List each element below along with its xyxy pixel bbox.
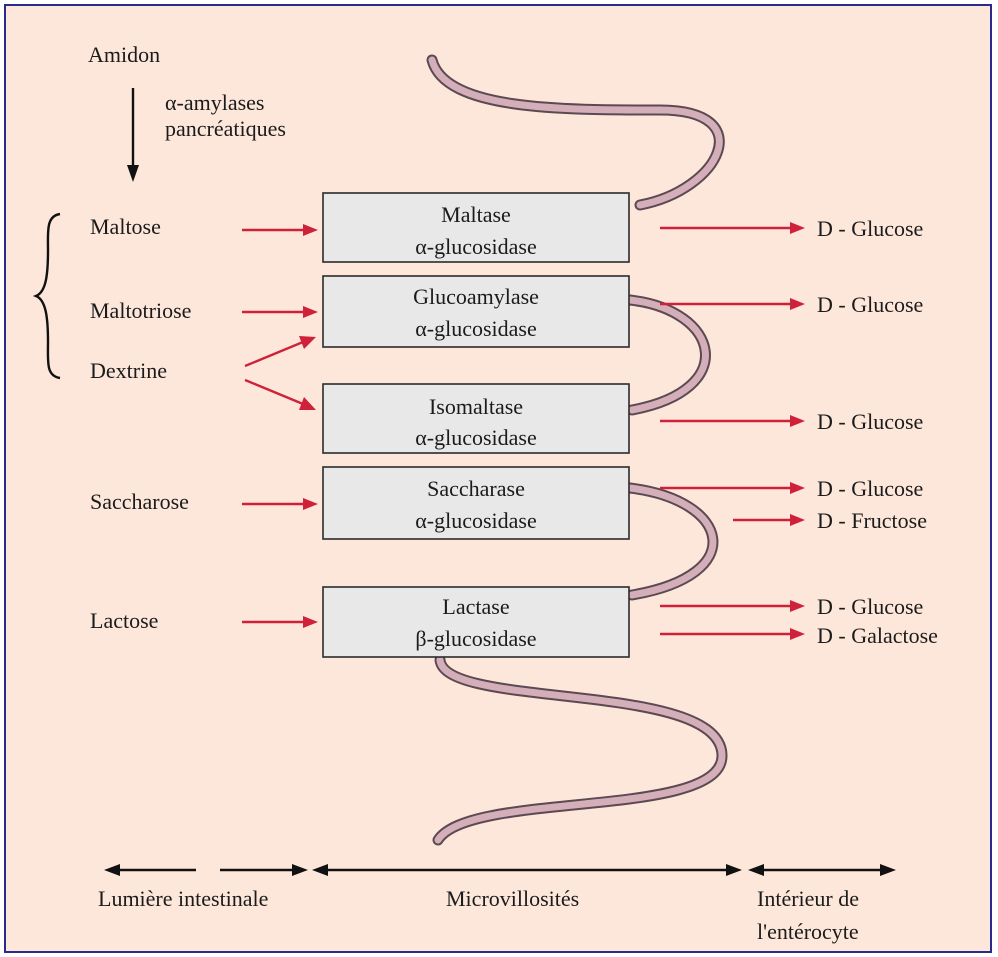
zone-label-lumen: Lumière intestinale <box>98 886 268 911</box>
zone-label-microvilli: Microvillosités <box>446 886 579 911</box>
enzyme-box-isomaltase: Isomaltase α-glucosidase <box>322 383 630 454</box>
enzyme-box-saccharase: Saccharase α-glucosidase <box>322 466 630 540</box>
output-arrow-isomaltase-glucose <box>660 415 805 427</box>
product-lactase-glucose: D - Glucose <box>817 594 923 619</box>
enzyme-box-maltase: Maltase α-glucosidase <box>322 192 630 263</box>
output-arrow-saccharase-glucose <box>660 482 805 494</box>
amylase-label-line2: pancréatiques <box>165 116 286 141</box>
enzyme-type-saccharase: α-glucosidase <box>415 508 537 533</box>
enzyme-box-lactase: Lactase β-glucosidase <box>322 586 630 658</box>
output-arrow-saccharase-fructose <box>733 514 805 526</box>
input-arrow-maltotriose <box>242 306 318 318</box>
zone-arrow-microvilli <box>312 864 742 876</box>
enzyme-box-glucoamylase: Glucoamylase α-glucosidase <box>322 275 630 348</box>
enzyme-type-lactase: β-glucosidase <box>415 626 536 651</box>
enzyme-name-lactase: Lactase <box>442 594 509 619</box>
product-maltase-glucose: D - Glucose <box>817 216 923 241</box>
enzyme-name-glucoamylase: Glucoamylase <box>413 284 539 309</box>
substrate-brace <box>32 212 61 380</box>
output-arrow-lactase-galactose <box>660 628 805 640</box>
enzyme-type-maltase: α-glucosidase <box>415 234 537 259</box>
starch-label: Amidon <box>88 42 160 67</box>
zone-arrow-interior <box>748 864 896 876</box>
output-arrow-maltase-glucose <box>660 222 805 234</box>
substrate-dextrine: Dextrine <box>90 358 167 383</box>
input-arrow-saccharose <box>242 498 318 510</box>
substrate-saccharose: Saccharose <box>90 489 189 514</box>
output-arrow-lactase-glucose <box>660 600 805 612</box>
enzyme-name-maltase: Maltase <box>441 202 511 227</box>
substrate-lactose: Lactose <box>90 608 158 633</box>
input-arrow-dextrine-down <box>244 378 316 410</box>
product-saccharase-glucose: D - Glucose <box>817 476 923 501</box>
starch-down-arrow <box>127 88 139 182</box>
zone-arrow-lumen-left <box>104 864 196 876</box>
input-arrow-maltose <box>242 224 318 236</box>
microvillus-membrane <box>426 54 728 846</box>
zone-arrow-lumen-right <box>220 864 308 876</box>
zone-label-interior-line2: l'entérocyte <box>757 919 859 944</box>
input-arrow-dextrine-up <box>244 336 316 368</box>
input-arrow-lactose <box>242 616 318 628</box>
product-saccharase-fructose: D - Fructose <box>817 508 927 533</box>
product-glucoamylase-glucose: D - Glucose <box>817 292 923 317</box>
substrate-maltose: Maltose <box>90 214 161 239</box>
enzyme-name-isomaltase: Isomaltase <box>429 394 523 419</box>
enzyme-type-glucoamylase: α-glucosidase <box>415 316 537 341</box>
enzyme-type-isomaltase: α-glucosidase <box>415 425 537 450</box>
enzyme-name-saccharase: Saccharase <box>427 476 525 501</box>
substrate-maltotriose: Maltotriose <box>90 298 191 323</box>
product-isomaltase-glucose: D - Glucose <box>817 409 923 434</box>
amylase-label-line1: α-amylases <box>165 90 265 115</box>
zone-label-interior-line1: Intérieur de <box>757 886 859 911</box>
product-lactase-galactose: D - Galactose <box>817 623 938 648</box>
output-arrow-glucoamylase-glucose <box>660 298 805 310</box>
